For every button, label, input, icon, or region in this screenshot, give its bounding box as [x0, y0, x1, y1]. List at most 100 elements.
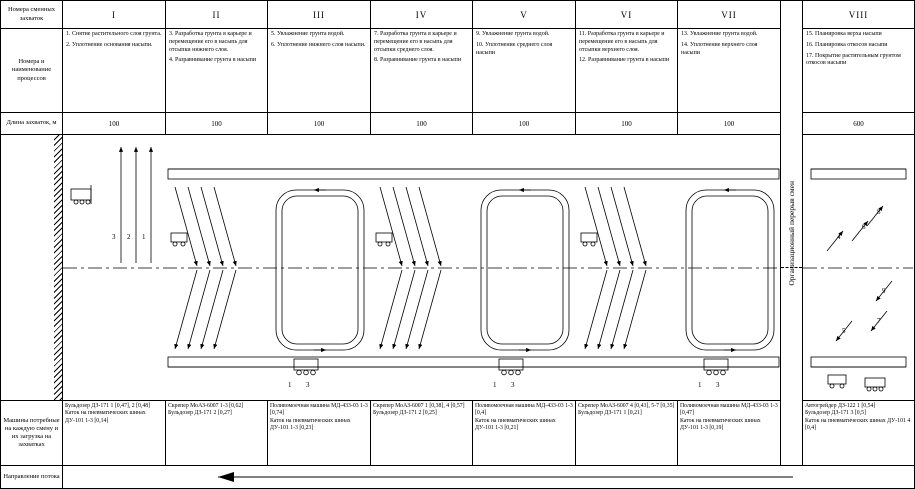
bulldozer-icon	[864, 377, 886, 392]
machine-text: Каток на пневматических шинах ДУ-101 1-3…	[65, 410, 146, 424]
bulldozer-icon	[70, 185, 92, 205]
zone-number-5: V	[473, 1, 576, 29]
zone-number-6: VI	[576, 1, 678, 29]
zone-number-2: II	[166, 1, 268, 29]
row-label-drawing	[1, 135, 63, 401]
process-text: 15. Планировка верха насыпи	[806, 31, 882, 37]
process-text: 14. Уплотнение верхнего слоя насыпи	[681, 41, 758, 56]
bulldozer-icon	[170, 232, 188, 247]
machine-text: Поливомоечная машина МД-433-03 1-3 [0,47…	[680, 403, 778, 417]
zone8-drawing: 4 6 8 9 7 5	[803, 168, 913, 392]
grading-pass-arrows: 4 6 8 9 7 5	[826, 205, 893, 342]
machine-text: Скрепер МоАЗ-6007 1 [0,38], 4 [0,57]	[373, 403, 465, 409]
zone-number-8: VIII	[803, 1, 914, 29]
scraper-path-fan-zone2	[170, 186, 237, 350]
process-text: 17. Покрытие растительным грунтом откосо…	[806, 52, 901, 67]
sprinkler-truck-icon	[703, 358, 729, 376]
process-text: 8. Разравнивание грунта в насыпи	[374, 57, 462, 64]
row-label-flow: Направление потока	[1, 466, 63, 488]
plan-drawing-zone8: 4 6 8 9 7 5	[803, 135, 914, 401]
zone-length-7: 100	[678, 113, 781, 135]
roller-loop-zone5: 1 3	[480, 187, 570, 389]
zone-machines-6: Скрепер МоАЗ-6007 4 [0,43], 5-7 [0,35] Б…	[576, 401, 678, 466]
embankment-hatch-strip	[54, 135, 62, 400]
zone-length-6: 100	[576, 113, 678, 135]
zone-number-4: IV	[371, 1, 473, 29]
zone-machines-1: Бульдозер ДЗ-171 1 [0,47], 2 [0,48] Като…	[63, 401, 166, 466]
process-text: 10. Уплотнение среднего слоя насыпи	[476, 41, 553, 56]
organizational-break-column: Организационный перерыв смен	[781, 1, 803, 466]
zone-processes-8: 15. Планировка верха насыпи 16. Планиров…	[803, 29, 914, 113]
machine-text: Бульдозер ДЗ-171 1 [0,21]	[578, 410, 642, 417]
zone-length-8: 600	[803, 113, 914, 135]
zone1-pass-arrows: 3 2 1	[112, 147, 154, 263]
zone-processes-4: 7. Разработка грунта в карьере и перемещ…	[371, 29, 473, 113]
truck-number-label: 1	[698, 381, 702, 389]
process-text: 13. Увлажнение грунта водой.	[681, 31, 758, 37]
machine-text: Автогрейдер ДЗ-122 1 [0,54]	[805, 403, 876, 409]
row-label-machines: Машины потребные на каждую смену и их за…	[1, 401, 63, 466]
pass-number-label: 4	[837, 233, 841, 241]
sprinkler-truck-icon	[293, 358, 319, 376]
bulldozer-icon	[580, 232, 598, 247]
process-text: 12. Разравнивание грунта в насыпи	[579, 57, 670, 64]
process-text: 2. Уплотнение основания насыпи.	[66, 41, 153, 48]
machine-text: Скрепер МоАЗ-6007 4 [0,43], 5-7 [0,35]	[578, 403, 675, 409]
truck-number-label: 1	[493, 381, 497, 389]
embankment-hatch-bottom	[167, 356, 780, 368]
zone-length-4: 100	[371, 113, 473, 135]
machine-text: Бульдозер ДЗ-171 2 [0,25]	[373, 410, 437, 417]
bulldozer-icon	[375, 232, 393, 247]
grader-icon	[827, 374, 847, 389]
sprinkler-truck-icon	[498, 358, 524, 376]
process-text: 11. Разработка грунта в карьере и переме…	[579, 31, 665, 53]
roller-loop-zone7: 1 3	[685, 187, 775, 389]
machine-text: Бульдозер ДЗ-171 1 [0,47], 2 [0,48]	[65, 403, 151, 409]
process-text: 1. Снятие растительного слоя грунта.	[66, 31, 162, 37]
machine-text: Бульдозер ДЗ-171 2 [0,27]	[168, 410, 232, 417]
row-label-zone-numbers: Номера сменных захваток	[1, 1, 63, 29]
zone-processes-1: 1. Снятие растительного слоя грунта. 2. …	[63, 29, 166, 113]
organizational-break-label: Организационный перерыв смен	[787, 180, 796, 286]
machine-text: Каток на пневматических шинах ДУ-101 1-3…	[680, 417, 761, 432]
zone-processes-5: 9. Увлажнение грунта водой. 10. Уплотнен…	[473, 29, 576, 113]
process-text: 3. Разработка грунта в карьере и перемещ…	[169, 31, 252, 53]
row-label-processes: Номера и наименование процессов	[1, 29, 63, 113]
pass-number-label: 2	[127, 233, 131, 241]
pass-number-label: 3	[112, 233, 116, 241]
process-text: 16. Планировка откосов насыпи	[806, 41, 888, 48]
construction-plan-drawing: 3 2 1	[63, 147, 780, 389]
zone-length-3: 100	[268, 113, 371, 135]
truck-number-label: 1	[288, 381, 292, 389]
embankment-hatch-top	[167, 168, 780, 180]
machine-text: Поливомоечная машина МД-433-03 1-3 [0,74…	[270, 403, 368, 417]
zone-machines-4: Скрепер МоАЗ-6007 1 [0,38], 4 [0,57] Бул…	[371, 401, 473, 466]
process-text: 7. Разработка грунта в карьере и перемещ…	[374, 31, 457, 53]
zone-length-1: 100	[63, 113, 166, 135]
zone-number-3: III	[268, 1, 371, 29]
truck-number-label: 3	[306, 381, 310, 389]
zone-processes-3: 5. Увлажнение грунта водой. 6. Уплотнени…	[268, 29, 371, 113]
roller-loop-zone3: 1 3	[275, 187, 365, 389]
zone-machines-5: Поливомоечная машина МД-433-03 1-3 [0,4]…	[473, 401, 576, 466]
machine-text: Каток на пневматических шинах ДУ-101 4 […	[805, 417, 911, 432]
zone-processes-7: 13. Увлажнение грунта водой. 14. Уплотне…	[678, 29, 781, 113]
plan-drawing-area: 3 2 1	[63, 135, 781, 401]
pass-number-label: 7	[877, 317, 881, 325]
embankment-hatch-top	[810, 168, 907, 180]
truck-number-label: 3	[511, 381, 515, 389]
zone-machines-2: Скрепер МоАЗ-6007 1-3 [0,62] Бульдозер Д…	[166, 401, 268, 466]
pass-number-label: 5	[842, 327, 846, 335]
zone-number-7: VII	[678, 1, 781, 29]
process-text: 6. Уплотнение нижнего слоя насыпи.	[271, 41, 366, 48]
machine-text: Поливомоечная машина МД-433-03 1-3 [0,4]	[475, 403, 573, 417]
zone-machines-8: Автогрейдер ДЗ-122 1 [0,54] Бульдозер ДЗ…	[803, 401, 914, 466]
machine-text: Каток на пневматических шинах ДУ-101 1-3…	[475, 417, 556, 432]
row-label-length: Длина захваток, м	[1, 113, 63, 135]
zone-number-1: I	[63, 1, 166, 29]
zone-machines-7: Поливомоечная машина МД-433-03 1-3 [0,47…	[678, 401, 781, 466]
pass-number-label: 8	[877, 208, 881, 216]
machine-text: Скрепер МоАЗ-6007 1-3 [0,62]	[168, 403, 244, 409]
process-text: 4. Разравнивание грунта в насыпи	[169, 57, 257, 64]
